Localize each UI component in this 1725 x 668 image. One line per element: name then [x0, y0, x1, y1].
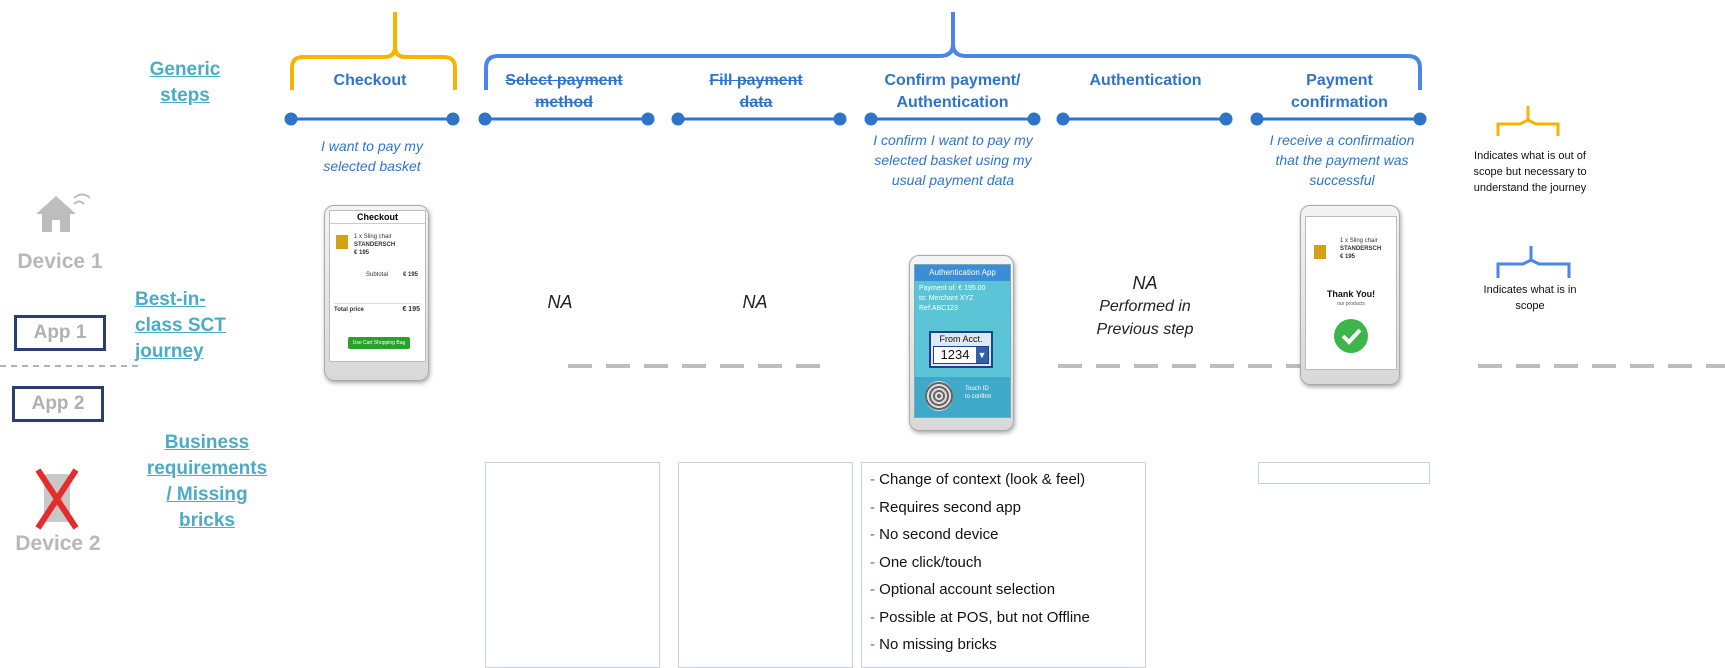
app-1-box: App 1	[14, 315, 106, 351]
na-select-payment: NA	[547, 292, 573, 312]
req-box-confirm-payment: Change of context (look & feel) Requires…	[861, 462, 1146, 668]
chevron-down-icon[interactable]: ▼	[976, 347, 988, 363]
list-item: One click/touch	[870, 552, 1145, 580]
na-fill-payment: NA	[742, 292, 768, 312]
check-circle-icon	[1334, 319, 1368, 353]
step-confirm-payment: Confirm payment/Authentication	[884, 72, 1021, 111]
req-box-select-payment	[485, 462, 660, 668]
app-2-box: App 2	[12, 386, 104, 422]
legend-yellow-bracket	[1496, 106, 1560, 136]
thank-you-text: Thank You!	[1326, 289, 1376, 299]
step-checkout: Checkout	[333, 72, 407, 89]
device-1-label: Device 1	[17, 250, 103, 273]
req-box-payment-confirmation	[1258, 462, 1430, 484]
home-wifi-icon	[30, 190, 91, 238]
requirements-list: Change of context (look & feel) Requires…	[862, 463, 1145, 662]
list-item: No second device	[870, 524, 1145, 552]
chair-icon	[336, 235, 348, 249]
checkout-pay-button[interactable]: Use Cart Shopping Bag	[348, 337, 410, 349]
account-selector[interactable]: From Acct. 1234 ▼	[929, 331, 993, 368]
list-item: Possible at POS, but not Offline	[870, 607, 1145, 635]
list-item: Optional account selection	[870, 579, 1145, 607]
checkout-phone: Checkout 1 x Sling chair STANDERSCH € 19…	[324, 205, 429, 381]
checkout-screen-header: Checkout	[330, 211, 425, 224]
timeline	[284, 112, 1427, 126]
auth-app-phone: Authentication App Payment of: € 195.00 …	[909, 255, 1014, 431]
list-item: No missing bricks	[870, 634, 1145, 662]
crossed-device-icon	[32, 466, 82, 532]
device-2-label: Device 2	[15, 532, 101, 555]
in-scope-bracket	[484, 12, 1422, 90]
req-box-fill-payment	[678, 462, 853, 668]
list-item: Requires second app	[870, 497, 1145, 525]
chair-icon	[1314, 245, 1326, 259]
na-authentication: NA Performed in Previous step	[1096, 273, 1194, 338]
auth-app-header: Authentication App	[915, 265, 1010, 281]
list-item: Change of context (look & feel)	[870, 469, 1145, 497]
step-authentication: Authentication	[1089, 72, 1202, 89]
checkout-scope-bracket	[290, 12, 457, 90]
legend-blue-bracket	[1496, 246, 1571, 278]
fingerprint-icon[interactable]	[925, 381, 953, 411]
confirmation-phone: 1 x Sling chair STANDERSCH € 195 Thank Y…	[1300, 205, 1400, 385]
